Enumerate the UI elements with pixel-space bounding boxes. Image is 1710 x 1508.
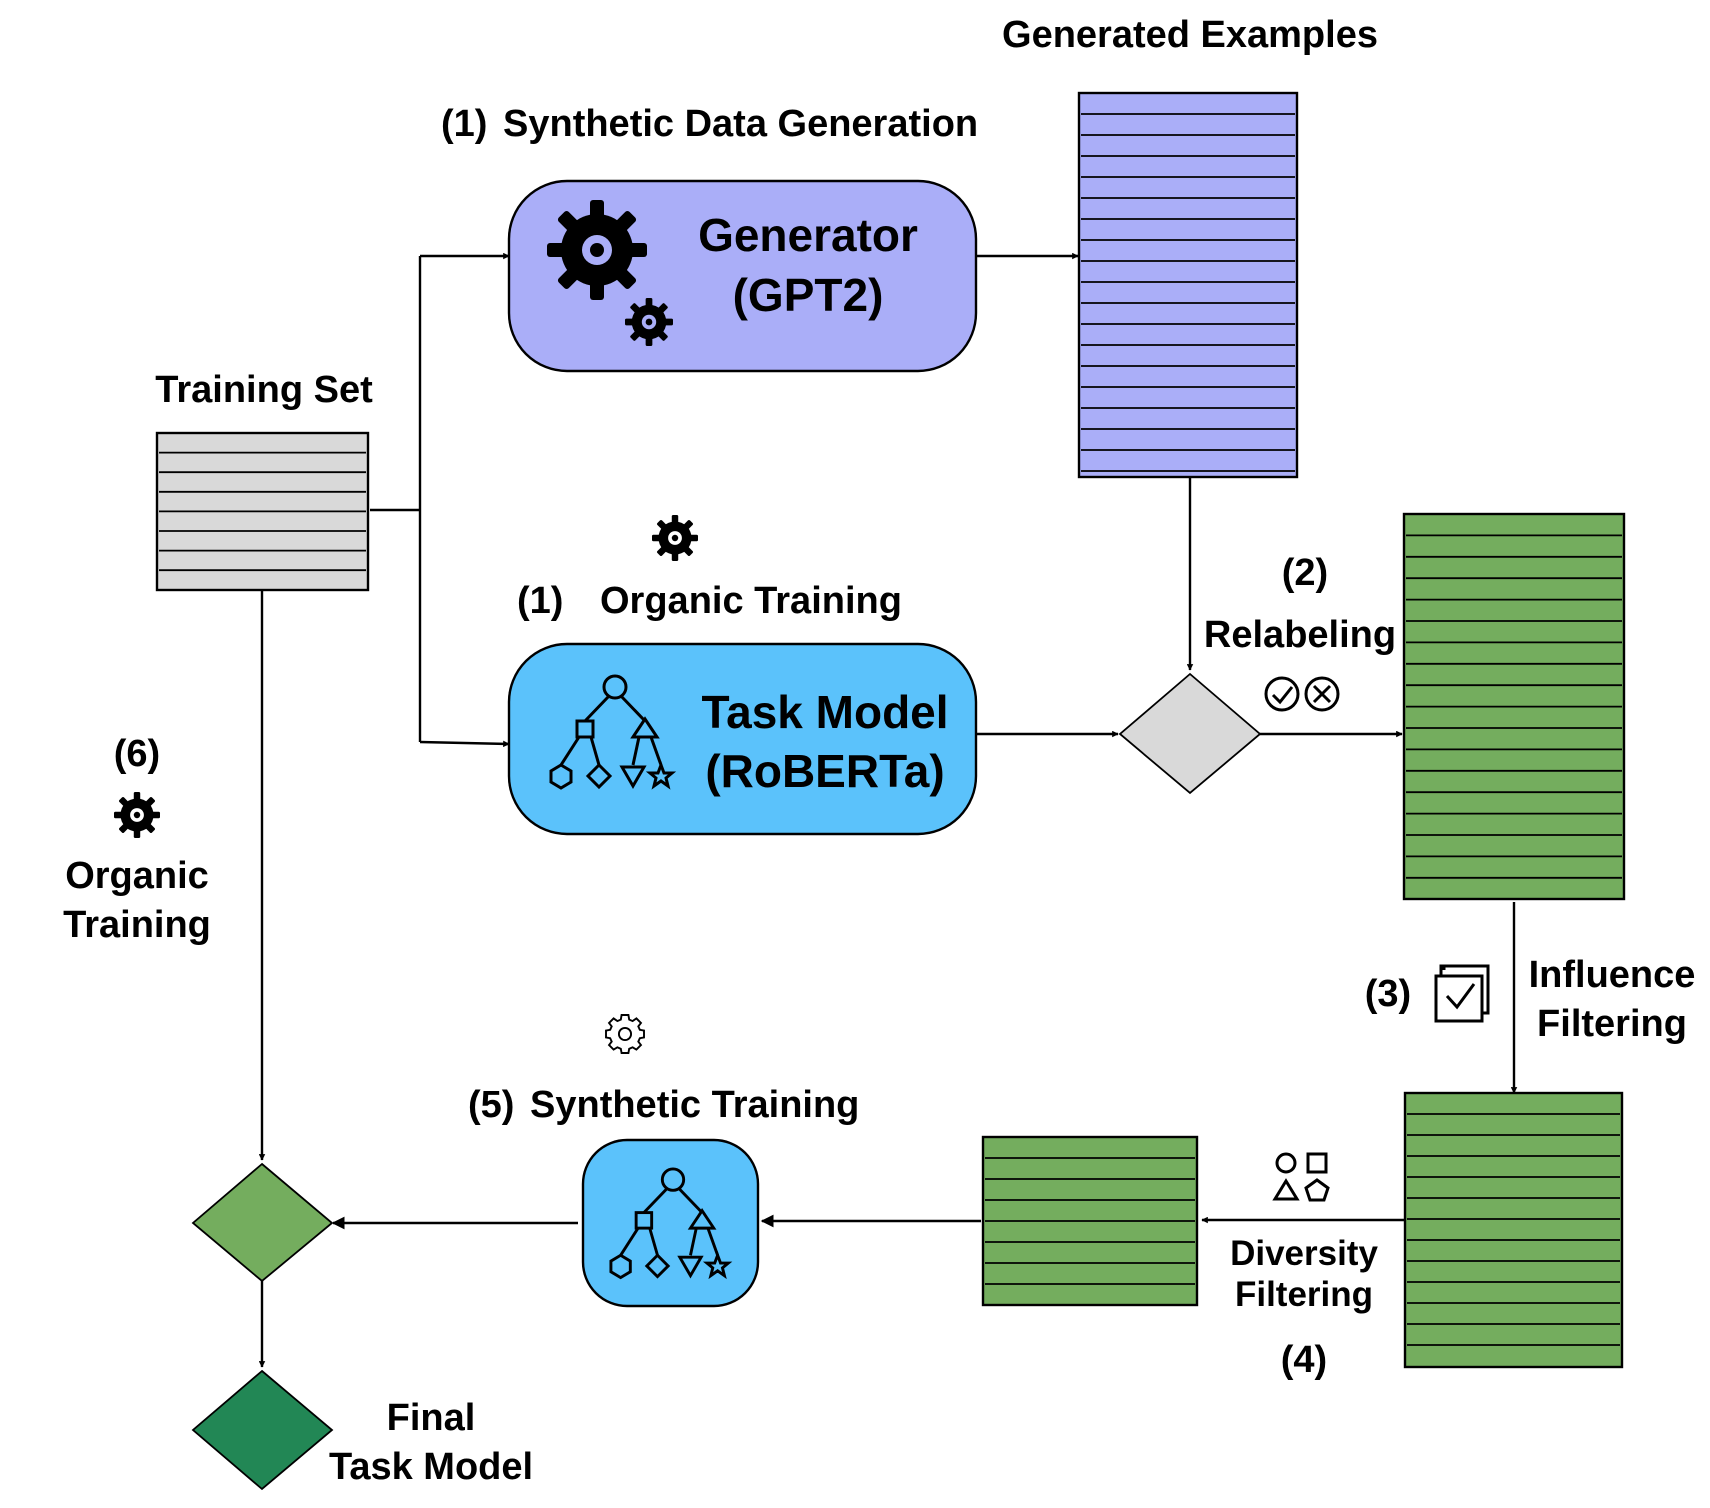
gear-icon [114, 792, 160, 838]
stacked-checkbox-icon [1434, 964, 1490, 1023]
influence-label: Influence [1529, 954, 1696, 996]
generator-subtitle: (GPT2) [733, 269, 884, 321]
training-label: Training [63, 904, 211, 946]
diversity-filtered-table [981, 1135, 1199, 1307]
training-set-table [155, 431, 370, 592]
synthetic-data-generation-label: Synthetic Data Generation [503, 103, 978, 145]
step3-number: (3) [1365, 973, 1411, 1015]
gear-icon [652, 515, 698, 561]
step1-organic-number: (1) [517, 580, 563, 622]
final-task-model-diamond [191, 1369, 334, 1491]
generated-examples-label: Generated Examples [1002, 14, 1378, 56]
step4-number: (4) [1281, 1339, 1327, 1381]
organic-training-label: Organic Training [600, 580, 902, 622]
filtering-label: Filtering [1537, 1003, 1687, 1045]
training-set-label: Training Set [155, 369, 373, 411]
synthetic-task-model-box [581, 1138, 760, 1308]
connectors [258, 252, 1518, 1368]
step2-number: (2) [1282, 552, 1328, 594]
influence-filtered-table [1403, 1091, 1624, 1369]
step5-number: (5) [468, 1084, 514, 1126]
generator-title: Generator [698, 209, 918, 261]
generated-examples-table [1077, 91, 1299, 479]
task-model-box: Task Model (RoBERTa) [507, 642, 978, 836]
organic-label: Organic [65, 855, 209, 897]
task-model-label: Task Model [329, 1446, 533, 1488]
step6-number: (6) [114, 733, 160, 775]
gear-outline-icon [605, 1014, 645, 1054]
step1-number: (1) [441, 103, 487, 145]
diversity-label: Diversity [1230, 1234, 1378, 1273]
merge-diamond [191, 1162, 334, 1283]
final-label: Final [387, 1397, 476, 1439]
diversity-filtering-label: Filtering [1235, 1275, 1373, 1314]
task-model-title: Task Model [701, 686, 948, 738]
relabel-diamond [1118, 672, 1262, 795]
generator-box: Generator (GPT2) [507, 179, 978, 373]
relabeled-examples-table [1402, 512, 1626, 901]
shapes-icon [1272, 1152, 1330, 1202]
relabeling-label: Relabeling [1204, 614, 1396, 656]
task-model-subtitle: (RoBERTa) [705, 745, 944, 797]
check-and-cross-icon [1264, 676, 1340, 712]
synthetic-training-label: Synthetic Training [530, 1084, 859, 1126]
